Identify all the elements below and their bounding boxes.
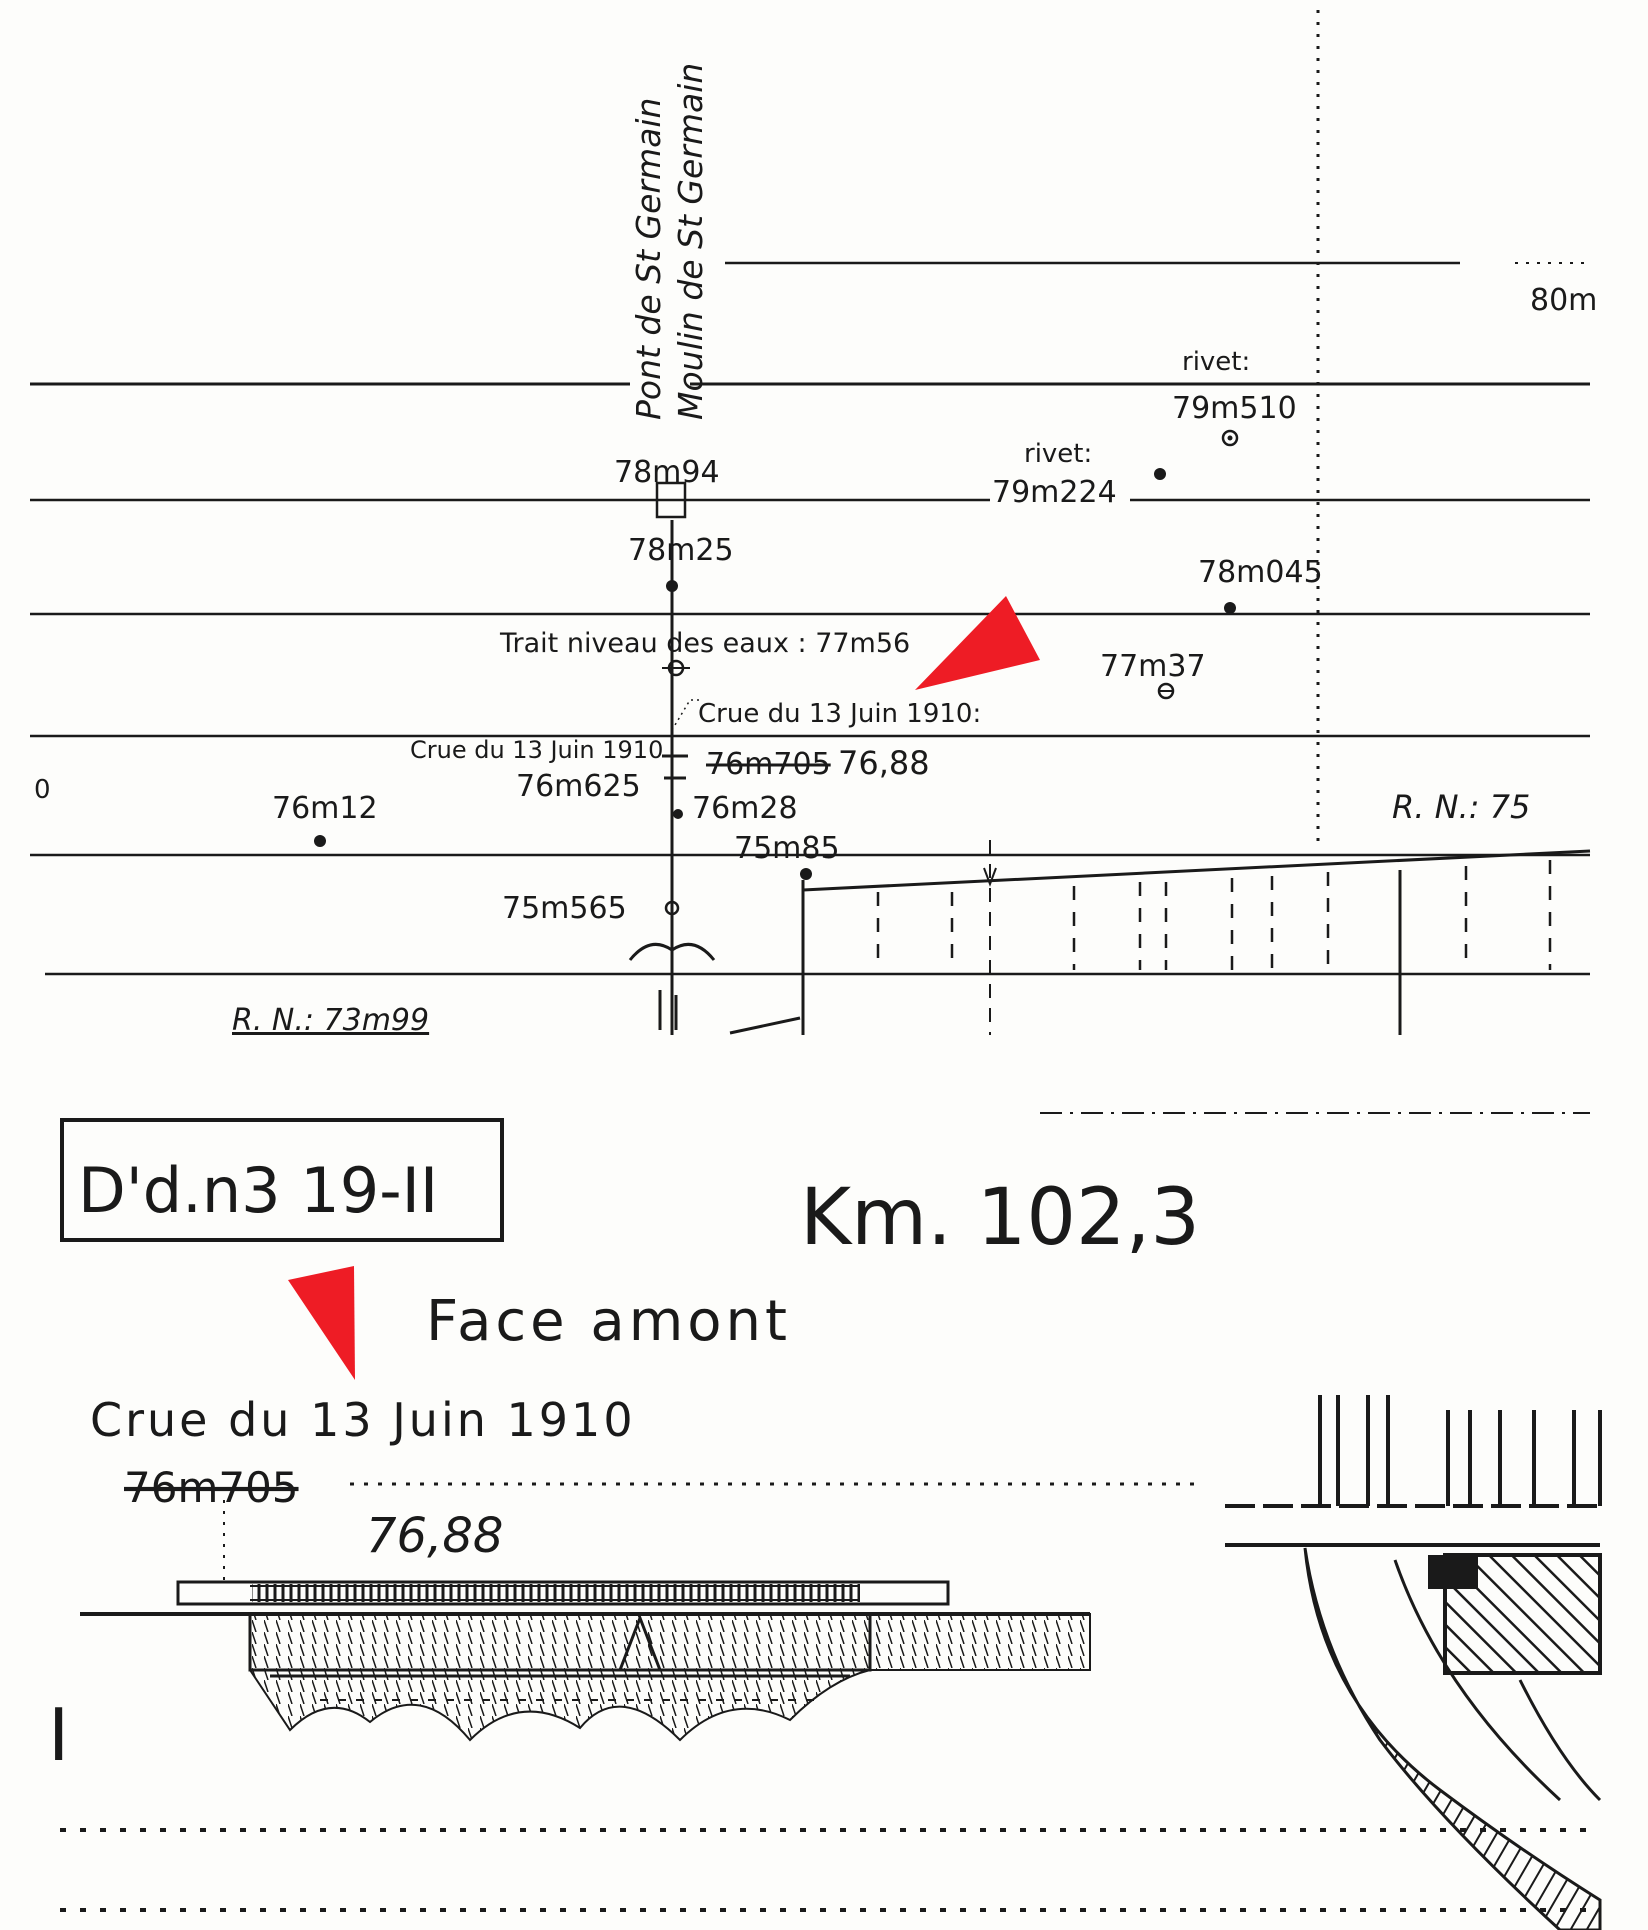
rivet-label-upper: rivet: bbox=[1182, 347, 1250, 377]
bank-dim-arrowhead bbox=[983, 867, 997, 887]
flood-new-caption: 76,88 bbox=[366, 1508, 503, 1564]
flood-leader-dotted bbox=[671, 699, 700, 731]
arch-inner-curve bbox=[1393, 1559, 1562, 1802]
benchmark-78045-dot bbox=[1224, 602, 1236, 614]
elevation-78045: 78m045 bbox=[1198, 555, 1323, 590]
station-name-mill: Moulin de St Germain bbox=[671, 63, 710, 420]
elevation-7612: 76m12 bbox=[272, 791, 378, 826]
elevation-7825: 78m25 bbox=[628, 533, 734, 568]
red-pointer-upper bbox=[915, 596, 1040, 690]
flood-label-left: Crue du 13 Juin 1910 bbox=[410, 736, 663, 764]
elevation-7894: 78m94 bbox=[614, 455, 720, 490]
elevation-76625: 76m625 bbox=[516, 769, 641, 804]
rivet-value-upper: 79m510 bbox=[1172, 391, 1297, 426]
bank-slope bbox=[729, 1016, 801, 1035]
detail-drawing-right bbox=[1225, 1395, 1602, 1930]
kilometer-marker: Km. 102,3 bbox=[800, 1173, 1200, 1263]
gauge-box-7894 bbox=[655, 481, 687, 519]
bridge-deck bbox=[176, 1580, 950, 1606]
level-lines bbox=[30, 261, 1590, 1114]
bridge-elevation-sketch bbox=[80, 1580, 1091, 1742]
benchmark-7825-dot bbox=[666, 580, 678, 592]
elevation-7585: 75m85 bbox=[734, 831, 840, 866]
parapet-balusters bbox=[252, 1584, 860, 1602]
rivet-79510-center bbox=[1227, 435, 1233, 441]
station-name-bridge: Pont de St Germain bbox=[629, 98, 668, 420]
arch-inner-curve-2 bbox=[1518, 1679, 1602, 1802]
elevation-75565: 75m565 bbox=[502, 891, 627, 926]
rivet-79510-marker bbox=[1221, 429, 1239, 447]
elevation-7737: 77m37 bbox=[1100, 649, 1206, 684]
bank-profile bbox=[729, 840, 1591, 1035]
rivet-value-lower: 79m224 bbox=[992, 475, 1117, 510]
roman-numeral-left: I bbox=[48, 1693, 69, 1777]
benchmark-7585-dot bbox=[800, 868, 812, 880]
benchmark-7612-dot bbox=[314, 835, 326, 847]
bolt-block bbox=[1428, 1555, 1478, 1589]
flood-old-value: 76m705 bbox=[706, 747, 831, 782]
flood-old-caption: 76m705 bbox=[124, 1463, 299, 1512]
face-label: Face amont bbox=[426, 1289, 791, 1354]
road-surface-line bbox=[802, 849, 1591, 892]
gauge-brace bbox=[628, 942, 716, 961]
water-mark-label: Trait niveau des eaux : 77m56 bbox=[499, 628, 910, 659]
benchmark-75565-circle bbox=[664, 900, 680, 916]
reference-level-left: R. N.: 73m99 bbox=[232, 1003, 429, 1038]
benchmark-7737-circle bbox=[1157, 682, 1175, 700]
reference-level-right: R. N.: 75 bbox=[1392, 788, 1530, 826]
arch-ring-section bbox=[1303, 1547, 1602, 1930]
benchmark-7628-dot bbox=[673, 809, 683, 819]
rivet-label-lower: rivet: bbox=[1024, 439, 1092, 469]
red-pointer-lower bbox=[288, 1266, 355, 1380]
reference-box bbox=[60, 1118, 504, 1242]
level-label-80: 80m bbox=[1530, 283, 1597, 318]
reference-code: D'd.n3 19-II bbox=[78, 1154, 438, 1227]
flood-label-right: Crue du 13 Juin 1910: bbox=[698, 699, 981, 729]
staff-gauge bbox=[628, 481, 716, 1035]
left-edge-digit: 0 bbox=[34, 775, 51, 805]
flood-new-value: 76,88 bbox=[838, 744, 930, 782]
rivet-79224-marker bbox=[1154, 468, 1166, 480]
flood-title: Crue du 13 Juin 1910 bbox=[90, 1393, 636, 1447]
elevation-7628: 76m28 bbox=[692, 791, 798, 826]
